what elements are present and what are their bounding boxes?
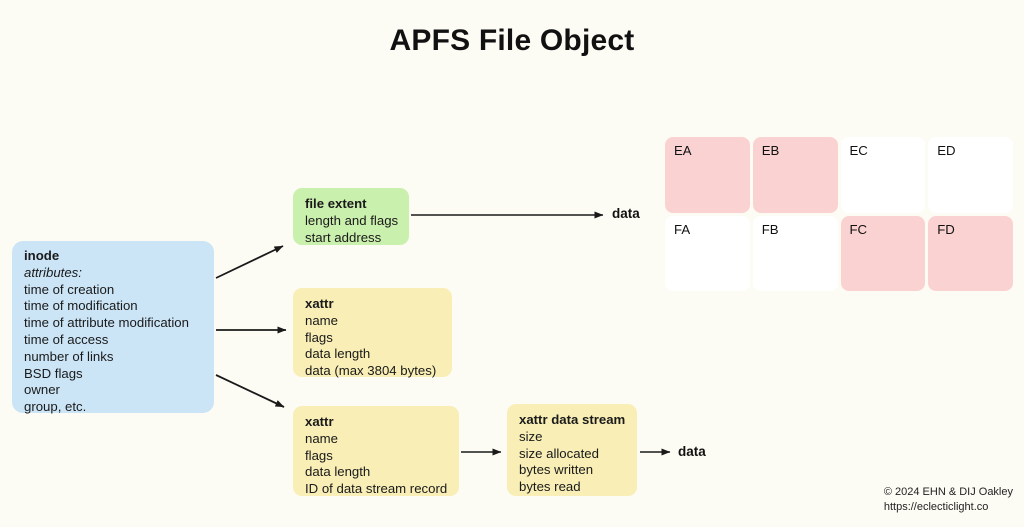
block-cell-label: FD [937, 221, 955, 237]
xattr-stream-title: xattr [305, 414, 334, 429]
xattr-inline-record-box: xattr name flags data length data (max 3… [293, 288, 452, 379]
xattr-data-stream-record-box: xattr data stream size size allocated by… [507, 404, 637, 496]
xattr-stream-field: flags [305, 447, 333, 463]
xattr-data-stream-field: bytes written [519, 462, 594, 478]
inode-title: inode [24, 248, 60, 263]
inode-field: time of modification [24, 298, 138, 314]
block-cell: FB [752, 215, 838, 291]
xattr-data-stream-field: bytes read [519, 479, 581, 495]
block-cell-label: EA [674, 143, 692, 158]
data-label-file-extent: data [612, 206, 640, 221]
xattr-inline-field: data length [305, 346, 371, 362]
block-cell: FA [665, 215, 750, 291]
block-cell-label: FA [674, 221, 691, 237]
inode-field: time of attribute modification [24, 315, 189, 331]
credit-url: https://eclecticlight.co [883, 501, 989, 513]
credit-copyright: © 2024 EHN & DIJ Oakley [883, 486, 1013, 498]
block-cell-label: ED [937, 143, 956, 158]
arrow-inode-to-file-extent [215, 245, 284, 279]
arrow-inode-to-xattr-stream [215, 374, 285, 408]
inode-record-box: inode attributes: time of creation time … [12, 241, 214, 415]
inode-field: owner [24, 382, 60, 398]
inode-field: BSD flags [24, 365, 83, 381]
inode-field: number of links [24, 348, 114, 364]
block-cell: FD [928, 215, 1013, 291]
inode-field: time of access [24, 331, 109, 347]
xattr-data-stream-field: size [519, 428, 543, 444]
file-extent-record-box: file extent length and flags start addre… [293, 188, 409, 245]
storage-block-grid: EA EB EC ED FA FB FC FD [665, 137, 1013, 291]
xattr-data-stream-title: xattr data stream [519, 412, 626, 427]
inode-field: time of creation [24, 281, 115, 297]
inode-attributes-label: attributes: [24, 264, 82, 280]
block-cell-label: FC [849, 221, 868, 237]
file-extent-title: file extent [305, 196, 367, 211]
block-cell-label: FB [761, 221, 779, 237]
block-cell: FC [840, 215, 926, 291]
xattr-stream-field: name [305, 430, 338, 446]
block-cell: EB [752, 137, 838, 213]
block-cell: EC [840, 137, 926, 213]
block-cell: EA [665, 137, 750, 213]
xattr-stream-field: ID of data stream record [305, 481, 448, 497]
block-cell-label: EC [849, 143, 868, 158]
xattr-inline-title: xattr [305, 296, 334, 311]
xattr-inline-field: data (max 3804 bytes) [305, 363, 437, 379]
xattr-stream-record-box: xattr name flags data length ID of data … [293, 406, 459, 496]
file-extent-field: length and flags [305, 212, 399, 228]
xattr-data-stream-field: size allocated [519, 445, 599, 461]
block-cell: ED [928, 137, 1013, 213]
page-title: APFS File Object [389, 24, 635, 57]
block-cell-label: EB [761, 143, 780, 158]
credit-block: © 2024 EHN & DIJ Oakley https://eclectic… [884, 485, 1013, 515]
file-extent-field: start address [305, 229, 382, 245]
inode-field: group, etc. [24, 399, 87, 415]
xattr-inline-field: flags [305, 329, 333, 345]
xattr-stream-field: data length [305, 464, 371, 480]
xattr-inline-field: name [305, 312, 338, 328]
data-label-xattr-data-stream: data [678, 444, 706, 459]
